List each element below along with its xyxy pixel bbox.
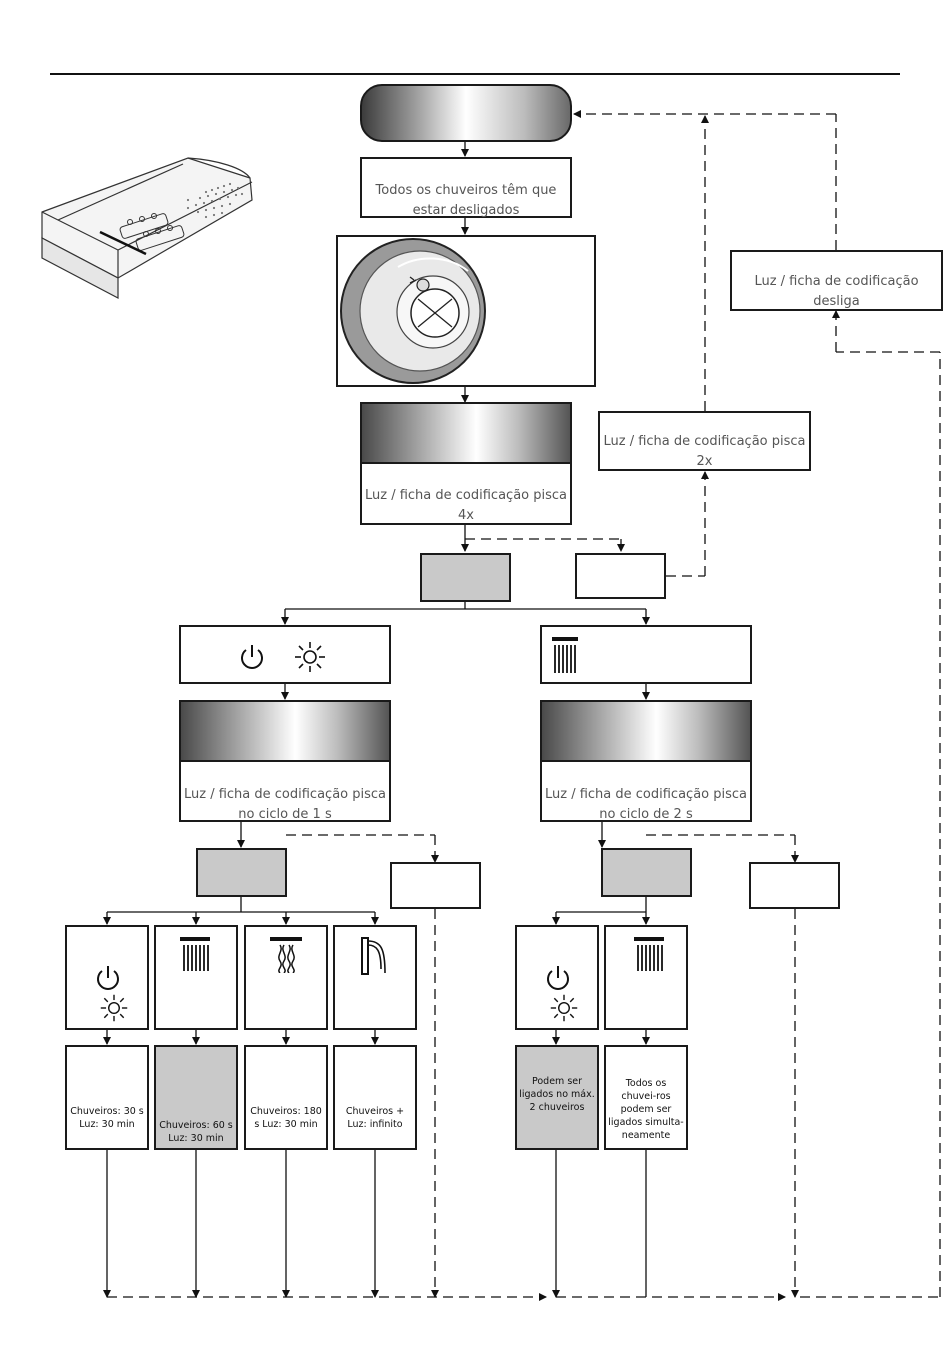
switches-off-box: Luz / ficha de codificação desliga [730,250,943,311]
power-light-option-box-right [515,925,599,1030]
blinks-4x-label: Luz / ficha de codificação pisca 4x [365,488,567,523]
shower-panel-illustration [41,157,253,299]
rain-shower-icon [634,937,664,971]
light-icon [295,642,325,672]
cycle-2s-label: Luz / ficha de codificação pisca no cicl… [545,787,747,822]
gray-step-box-left [196,848,287,897]
light-icon [100,994,128,1022]
rain-shower-option-box-right [604,925,688,1030]
waterfall-icon [361,937,386,975]
result-label-2: Chuveiros: 60 s Luz: 30 min [159,1120,233,1144]
control-knob-image-box [336,235,596,387]
result-label-3: Chuveiros: 180 s Luz: 30 min [250,1106,322,1130]
power-light-box [179,625,391,684]
blinks-2x-label: Luz / ficha de codificação pisca 2x [603,434,806,469]
gradient-bar-4x [360,402,572,464]
all-showers-off-box: Todos os chuveiros têm que estar desliga… [360,157,572,218]
gradient-bar-2s [540,700,752,762]
start-node [360,84,572,142]
body-jet-option-box [244,925,328,1030]
rain-shower-option-box [154,925,238,1030]
blinks-2x-box: Luz / ficha de codificação pisca 2x [598,411,811,471]
result-label-6: Todos os chuvei-ros podem ser ligados si… [608,1078,684,1141]
body-jet-icon [270,937,302,973]
white-step-box-main [575,553,666,599]
power-icon [547,966,569,990]
cycle-2s-box: Luz / ficha de codificação pisca no cicl… [540,760,752,822]
blinks-4x-box: Luz / ficha de codificação pisca 4x [360,462,572,525]
light-icon [550,994,578,1022]
waterfall-option-box [333,925,417,1030]
all-showers-off-label: Todos os chuveiros têm que estar desliga… [375,183,557,218]
result-box-6: Todos os chuvei-ros podem ser ligados si… [604,1045,688,1150]
gradient-bar-1s [179,700,391,762]
shower-mode-box [540,625,752,684]
rain-shower-icon [552,637,578,673]
result-label-1: Chuveiros: 30 s Luz: 30 min [70,1106,144,1130]
result-box-3: Chuveiros: 180 s Luz: 30 min [244,1045,328,1150]
switches-off-label: Luz / ficha de codificação desliga [754,274,919,309]
power-light-option-box [65,925,149,1030]
gray-step-box-main [420,553,511,602]
result-label-4: Chuveiros + Luz: infinito [345,1106,405,1130]
white-step-box-right [749,862,840,909]
result-box-5: Podem ser ligados no máx. 2 chuveiros [515,1045,599,1150]
result-label-5: Podem ser ligados no máx. 2 chuveiros [519,1076,595,1113]
gray-step-box-right [601,848,692,897]
result-box-1: Chuveiros: 30 s Luz: 30 min [65,1045,149,1150]
result-box-4: Chuveiros + Luz: infinito [333,1045,417,1150]
control-knob-illustration [340,238,486,384]
white-step-box-left [390,862,481,909]
result-box-2: Chuveiros: 60 s Luz: 30 min [154,1045,238,1150]
power-icon [97,966,119,990]
cycle-1s-label: Luz / ficha de codificação pisca no cicl… [184,787,386,822]
rain-shower-icon [180,937,210,971]
cycle-1s-box: Luz / ficha de codificação pisca no cicl… [179,760,391,822]
power-icon [241,645,263,669]
